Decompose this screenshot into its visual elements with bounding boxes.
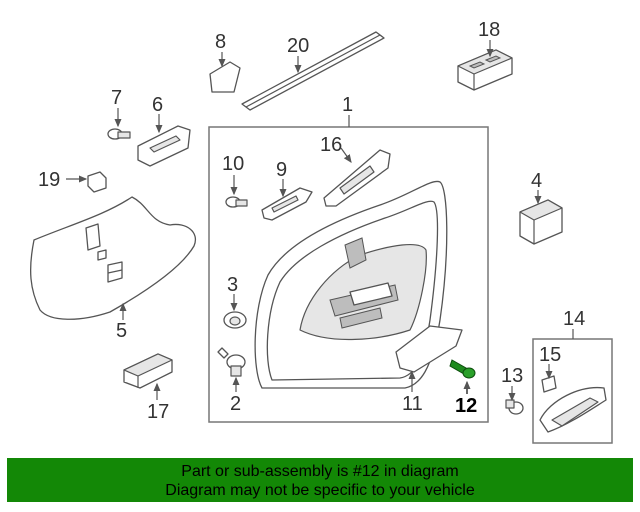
part-10-screw (225, 196, 248, 208)
callout-9: 9 (276, 159, 287, 181)
part-14-panel (539, 386, 607, 433)
part-19-connector (87, 171, 107, 193)
callout-8: 8 (215, 31, 226, 53)
callout-5: 5 (116, 320, 127, 342)
part-2-clip (217, 347, 246, 377)
callout-11: 11 (402, 393, 423, 415)
part-15-clip (541, 375, 557, 393)
callout-18: 18 (478, 19, 500, 41)
callout-12: 12 (455, 395, 477, 417)
part-11-trim (395, 325, 463, 373)
door-trim-panel (254, 180, 448, 389)
part-5-pad (30, 196, 196, 320)
callout-6: 6 (152, 94, 163, 116)
callout-14: 14 (563, 308, 585, 330)
part-17-switch (123, 353, 173, 389)
callout-10: 10 (222, 153, 244, 175)
callout-20: 20 (287, 35, 309, 57)
part-16-bezel (323, 149, 391, 207)
callout-19: 19 (38, 169, 60, 191)
callout-2: 2 (230, 393, 241, 415)
callout-16: 16 (320, 134, 342, 156)
part-6-bezel (137, 125, 191, 167)
part-8-cover (209, 61, 241, 93)
part-7-screw (107, 128, 131, 140)
callout-7: 7 (111, 87, 122, 109)
info-banner: Part or sub-assembly is #12 in diagram D… (7, 458, 633, 502)
part-9-handle-cover (261, 187, 313, 221)
callout-4: 4 (531, 170, 542, 192)
part-4-module (519, 199, 563, 245)
callout-15: 15 (539, 344, 561, 366)
part-20-weatherstrip (241, 31, 385, 111)
banner-line-1: Part or sub-assembly is #12 in diagram (181, 463, 459, 480)
part-13-screw (505, 399, 524, 415)
banner-line-2: Diagram may not be specific to your vehi… (165, 482, 475, 499)
callout-1: 1 (342, 94, 353, 116)
callout-17: 17 (147, 401, 169, 423)
callout-3: 3 (227, 274, 238, 296)
part-12-bolt (449, 359, 476, 379)
part-3-clip (223, 311, 247, 329)
parts-diagram: 1 14 2 3 4 5 (30, 19, 613, 444)
callout-13: 13 (501, 365, 523, 387)
part-18-master-switch (457, 49, 513, 91)
